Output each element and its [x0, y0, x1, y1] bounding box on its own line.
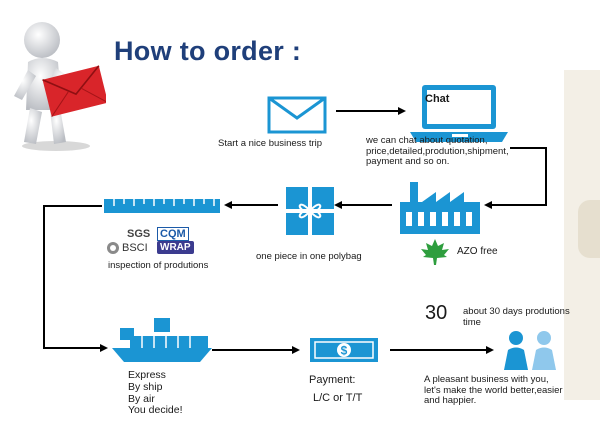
factory-icon: [398, 180, 482, 236]
gift-package-icon: [284, 185, 336, 237]
cqm-logo-text: CQM: [157, 227, 189, 242]
envelope-icon: [267, 96, 327, 134]
arrow-chat-to-factory: [484, 147, 547, 209]
background-shape: [578, 200, 600, 258]
payment-terms-text: L/C or T/T: [313, 392, 363, 404]
page-title: How to order :: [114, 36, 302, 66]
svg-text:$: $: [341, 344, 348, 358]
ruler-icon: [104, 197, 220, 215]
step-pleasant-text: A pleasant business with you, let's make…: [424, 374, 563, 407]
step-chat-text: we can chat about quotation, price,detai…: [366, 135, 509, 168]
payment-title-text: Payment:: [309, 374, 356, 386]
laptop-icon: [408, 82, 512, 146]
step-trip-text: Start a nice business trip: [218, 138, 323, 149]
days-number-text: 30: [425, 302, 448, 324]
sgs-logo-text: SGS: [127, 228, 151, 240]
cargo-ship-icon: [110, 316, 214, 364]
people-icon: [500, 330, 560, 372]
person-with-envelope-icon: [6, 14, 106, 154]
step-inspection-text: inspection of produtions: [108, 260, 209, 271]
wrap-logo-text: WRAP: [157, 241, 194, 255]
bsci-logo-text: BSCI: [122, 242, 148, 254]
arrow-inspection-to-shipping: [43, 205, 108, 352]
maple-leaf-icon: [420, 238, 450, 266]
banknote-icon: $: [309, 337, 379, 363]
laptop-screen-text: Chat: [425, 93, 450, 105]
step-azo-text: AZO free: [457, 246, 498, 257]
days-text: about 30 days produtions time: [463, 306, 570, 328]
step-polybag-text: one piece in one polybag: [256, 251, 362, 262]
bsci-logo-icon: [106, 241, 120, 255]
step-shipping-text: Express By ship By air You decide!: [128, 369, 183, 417]
